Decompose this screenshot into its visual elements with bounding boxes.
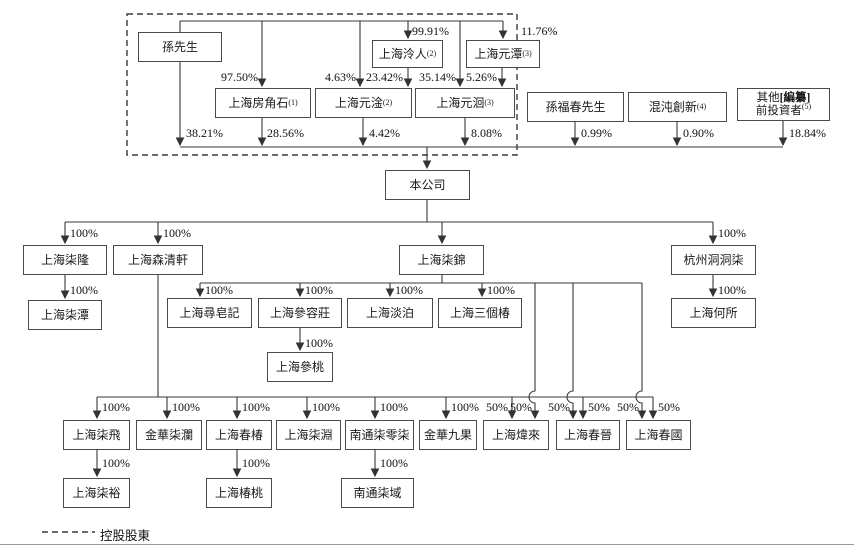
pct-company-to-qilong: 100%	[70, 226, 98, 240]
node-shanghai-qifei: 上海柒飛	[63, 420, 130, 450]
pct-company-to-dongdongqi: 100%	[718, 226, 746, 240]
pct-qijin-to-chunjin: 50%	[548, 400, 570, 414]
pct-senqingxuan-to-chunguo: 50%	[658, 400, 680, 414]
node-shanghai-yuangan: 上海元淦(2)	[315, 88, 412, 118]
pct-senqingxuan-to-qifei: 100%	[102, 400, 130, 414]
pct-lingren-to-yuangan: 23.42%	[366, 70, 403, 84]
node-shanghai-shentao: 上海參桃	[267, 352, 333, 382]
pct-qijin-to-weilai: 50%	[510, 400, 532, 414]
node-shanghai-danbo: 上海淡泊	[347, 298, 433, 328]
node-shanghai-qijin: 上海柒錦	[399, 245, 484, 275]
node-shanghai-qiyuan: 上海柒淵	[276, 420, 341, 450]
node-shanghai-senqingxuan: 上海森清軒	[113, 245, 203, 275]
node-shanghai-qiyu: 上海柒裕	[63, 478, 130, 508]
node-nantong-qiyu: 南通柒域	[341, 478, 414, 508]
pct-sun-to-yuantan: 11.76%	[521, 24, 558, 38]
node-jinhua-qilan: 金華柒瀾	[136, 420, 202, 450]
node-shanghai-chuntao: 上海椿桃	[206, 478, 272, 508]
node-the-company: 本公司	[385, 170, 470, 200]
pct-chunchun-to-chuntao: 100%	[242, 456, 270, 470]
pct-qilingqi-to-nantongqiyu: 100%	[380, 456, 408, 470]
pct-sunfuchun-to-company: 0.99%	[581, 126, 612, 140]
pct-qijin-to-xunzaoji: 100%	[205, 283, 233, 297]
pct-sun-to-lingren: 99.91%	[412, 24, 449, 38]
pct-sun-to-fangjiaoshi: 97.50%	[221, 70, 258, 84]
pct-dongdongqi-to-hesuo: 100%	[718, 283, 746, 297]
node-shanghai-xunzaoji: 上海尋皂記	[167, 298, 252, 328]
node-mr-sunfuchun: 孫福春先生	[527, 92, 624, 122]
node-shanghai-chunjin: 上海春晉	[556, 420, 620, 450]
pct-senqingxuan-to-qilingqi: 100%	[380, 400, 408, 414]
legend-controlling-shareholders: 控股股東	[100, 529, 151, 543]
pct-shenrongzhuang-to-shentao: 100%	[305, 336, 333, 350]
node-hundun-chuangxin: 混沌創新(4)	[628, 92, 727, 122]
node-shanghai-yuanhui: 上海元洄(3)	[415, 88, 515, 118]
node-shanghai-lingren: 上海泠人(2)	[372, 40, 443, 68]
pct-yuanhui-to-company: 8.08%	[471, 126, 502, 140]
pct-others-to-company: 18.84%	[789, 126, 826, 140]
node-jinhua-jiuguo: 金華九果	[419, 420, 477, 450]
node-shanghai-fangjiaoshi: 上海房角石(1)	[215, 88, 311, 118]
pct-yuantan-to-yuanhui: 5.26%	[466, 70, 497, 84]
pct-hundun-to-company: 0.90%	[683, 126, 714, 140]
pct-company-to-senqingxuan: 100%	[163, 226, 191, 240]
pct-qifei-to-qiyu: 100%	[102, 456, 130, 470]
node-shanghai-sangechun: 上海三個椿	[438, 298, 522, 328]
pct-qijin-to-chunguo: 50%	[617, 400, 639, 414]
pct-senqingxuan-to-qiyuan: 100%	[312, 400, 340, 414]
node-shanghai-hesuo: 上海何所	[671, 298, 756, 328]
pct-senqingxuan-to-chunchun: 100%	[242, 400, 270, 414]
node-nantong-qilingqi: 南通柒零柒	[345, 420, 414, 450]
pct-qijin-to-sangechun: 100%	[487, 283, 515, 297]
pct-qilong-to-qitan: 100%	[70, 283, 98, 297]
node-hangzhou-dongdongqi: 杭州洞洞柒	[671, 245, 756, 275]
pct-senqingxuan-to-qilan: 100%	[172, 400, 200, 414]
pct-sun-to-yuangan: 4.63%	[325, 70, 356, 84]
node-other-pre-investors: 其他[編纂] 前投資者(5)	[737, 88, 830, 121]
pct-qijin-to-shenrongzhuang: 100%	[305, 283, 333, 297]
node-shanghai-qilong: 上海柒隆	[23, 245, 107, 275]
pct-senqingxuan-to-chunjin: 50%	[588, 400, 610, 414]
pct-sun-to-yuanhui: 35.14%	[419, 70, 456, 84]
node-shanghai-shenrongzhuang: 上海參容莊	[258, 298, 342, 328]
pct-fangjiaoshi-to-company: 28.56%	[267, 126, 304, 140]
node-shanghai-chunchun: 上海春椿	[206, 420, 272, 450]
node-mr-sun: 孫先生	[138, 32, 222, 62]
node-shanghai-yuantan: 上海元潭(3)	[466, 40, 540, 68]
pct-qijin-to-danbo: 100%	[395, 283, 423, 297]
node-shanghai-qitan: 上海柒潭	[28, 300, 102, 330]
pct-yuangan-to-company: 4.42%	[369, 126, 400, 140]
node-shanghai-weilai: 上海煒來	[483, 420, 549, 450]
pct-senqingxuan-to-jiuguo: 100%	[451, 400, 479, 414]
pct-senqingxuan-to-weilai: 50%	[486, 400, 508, 414]
node-shanghai-chunguo: 上海春國	[626, 420, 691, 450]
pct-sun-to-company: 38.21%	[186, 126, 223, 140]
